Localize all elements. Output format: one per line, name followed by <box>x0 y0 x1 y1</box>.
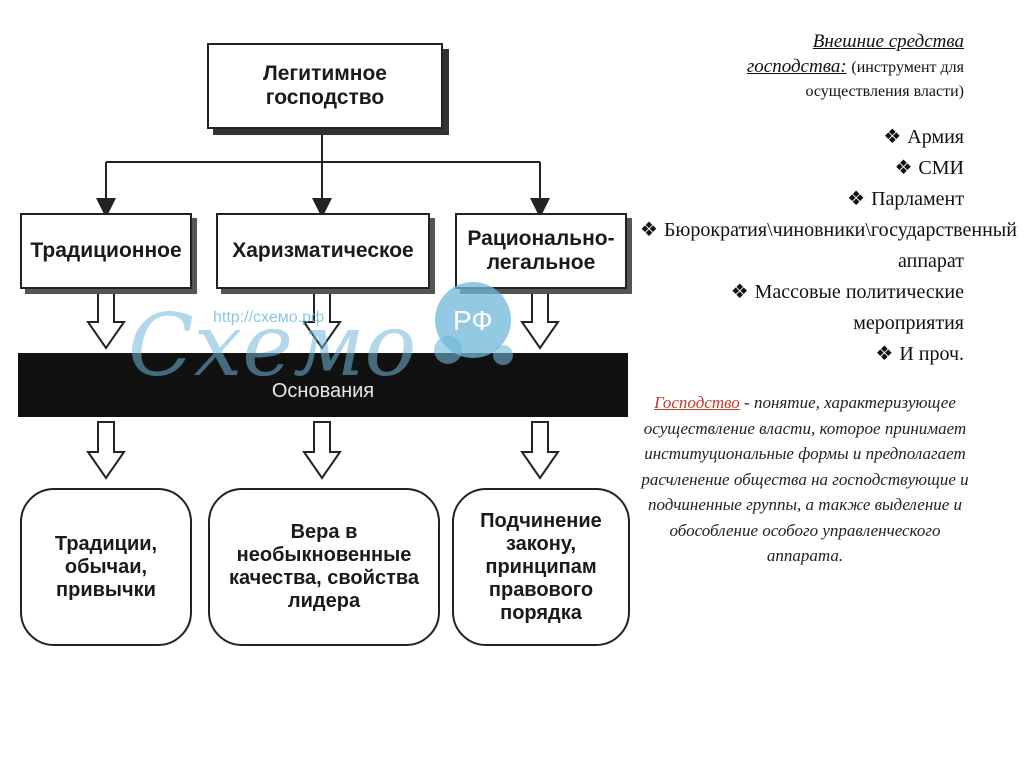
basis-label: Основания <box>271 380 375 402</box>
diamond-bullet-icon: ❖ <box>875 343 894 366</box>
hollow-arrow-1a <box>86 291 126 350</box>
heading-line2: господства: <box>746 55 847 77</box>
right-panel: Внешние средства господства: (инструмент… <box>640 30 1017 569</box>
means-list: ❖Армия ❖СМИ ❖Парламент ❖Бюрократия\чинов… <box>640 122 1017 370</box>
list-item: ❖СМИ <box>894 157 964 180</box>
hollow-arrow-2a <box>302 291 342 350</box>
diamond-bullet-icon: ❖ <box>730 281 749 304</box>
type-box-traditional: Традиционное <box>20 213 192 289</box>
list-item: ❖Парламент <box>847 188 964 211</box>
diamond-bullet-icon: ❖ <box>640 219 658 242</box>
heading-line1: Внешние средства <box>812 31 964 52</box>
type-box-charismatic: Харизматическое <box>216 213 430 289</box>
hollow-arrow-3b <box>520 421 560 480</box>
basis-box-traditions: Традиции, обычаи, привычки <box>20 488 192 646</box>
connector-lines <box>86 131 560 480</box>
definition-paragraph: Господство - понятие, характеризующее ос… <box>640 390 970 569</box>
hollow-arrow-2b <box>302 421 342 480</box>
list-item: ❖Массовые политические мероприятия <box>730 281 964 335</box>
definition-text: - понятие, характеризующее осуществление… <box>641 393 969 566</box>
definition-term: Господство <box>654 393 740 413</box>
root-box-legitimate-domination: Легитимное господство <box>207 43 443 129</box>
diamond-bullet-icon: ❖ <box>847 188 866 211</box>
list-item: ❖И проч. <box>875 343 964 366</box>
hollow-arrow-1b <box>86 421 126 480</box>
list-item: ❖Армия <box>883 126 964 149</box>
hollow-arrow-3a <box>520 291 560 350</box>
diamond-bullet-icon: ❖ <box>894 157 913 180</box>
basis-box-law: Подчинение закону, принципам правового п… <box>452 488 630 646</box>
external-means-heading: Внешние средства господства: (инструмент… <box>640 30 970 104</box>
basis-box-faith-in-leader: Вера в необыкновенные качества, свойства… <box>208 488 440 646</box>
type-box-rational-legal: Рационально-легальное <box>455 213 627 289</box>
basis-band: Основания <box>18 353 628 417</box>
list-item: ❖Бюрократия\чиновники\государственный ап… <box>640 219 1017 273</box>
heading-sub: (инструмент для осуществления власти) <box>805 58 964 101</box>
diamond-bullet-icon: ❖ <box>883 126 902 149</box>
